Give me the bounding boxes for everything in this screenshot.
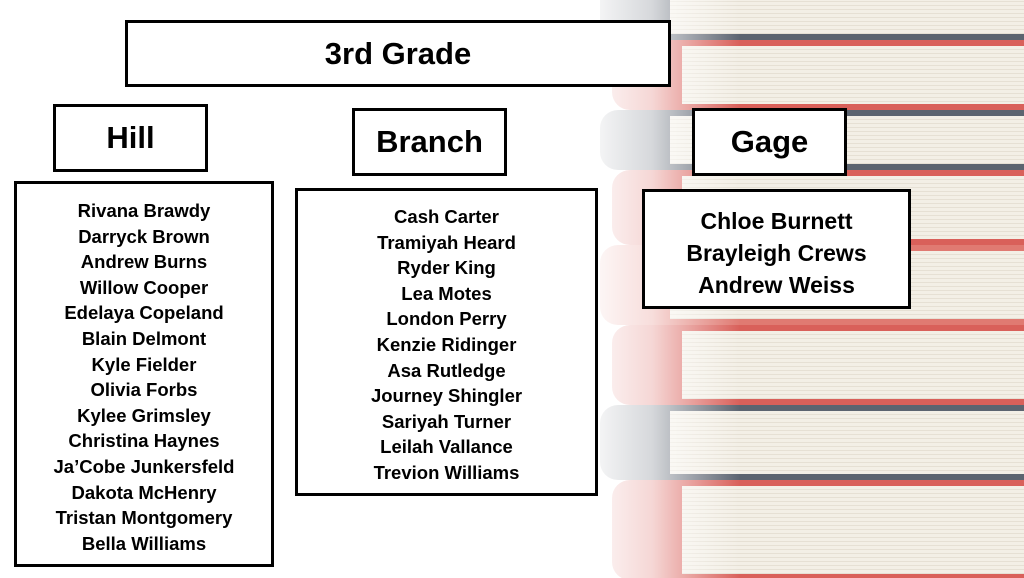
- student-name: Brayleigh Crews: [686, 240, 867, 266]
- student-name: Trevion Williams: [373, 461, 520, 483]
- teacher-header-gage: Gage: [692, 108, 847, 176]
- student-name: Kenzie Ridinger: [376, 333, 517, 355]
- student-name: Andrew Burns: [80, 251, 208, 273]
- student-name: Tristan Montgomery: [55, 507, 233, 529]
- student-name: Asa Rutledge: [387, 359, 506, 381]
- teacher-header-branch: Branch: [352, 108, 507, 176]
- student-name: Kyle Fielder: [91, 353, 197, 375]
- student-name: Ryder King: [397, 257, 496, 279]
- student-name: Dakota McHenry: [71, 481, 217, 503]
- student-name: Olivia Forbs: [90, 379, 198, 401]
- student-name: Tramiyah Heard: [377, 231, 516, 253]
- student-name: Ja’Cobe Junkersfeld: [53, 455, 235, 477]
- student-name: Bella Williams: [81, 532, 207, 554]
- student-name: Cash Carter: [394, 206, 499, 227]
- student-name: Blain Delmont: [81, 327, 207, 349]
- student-name: London Perry: [386, 308, 507, 330]
- student-name: Edelaya Copeland: [64, 302, 224, 324]
- student-name: Leilah Vallance: [380, 436, 513, 458]
- student-name: Darryck Brown: [78, 225, 210, 247]
- student-name: Journey Shingler: [370, 385, 523, 407]
- student-name: Kylee Grimsley: [77, 404, 211, 426]
- teacher-header-hill: Hill: [53, 104, 208, 172]
- student-name: Sariyah Turner: [381, 410, 512, 432]
- student-name: Andrew Weiss: [698, 272, 855, 298]
- student-name: Christina Haynes: [68, 430, 220, 452]
- slide-title: 3rd Grade: [125, 20, 671, 87]
- student-name: Willow Cooper: [79, 276, 209, 298]
- student-name: Rivana Brawdy: [77, 200, 211, 221]
- student-name: Chloe Burnett: [700, 208, 853, 234]
- student-name: Lea Motes: [401, 282, 492, 304]
